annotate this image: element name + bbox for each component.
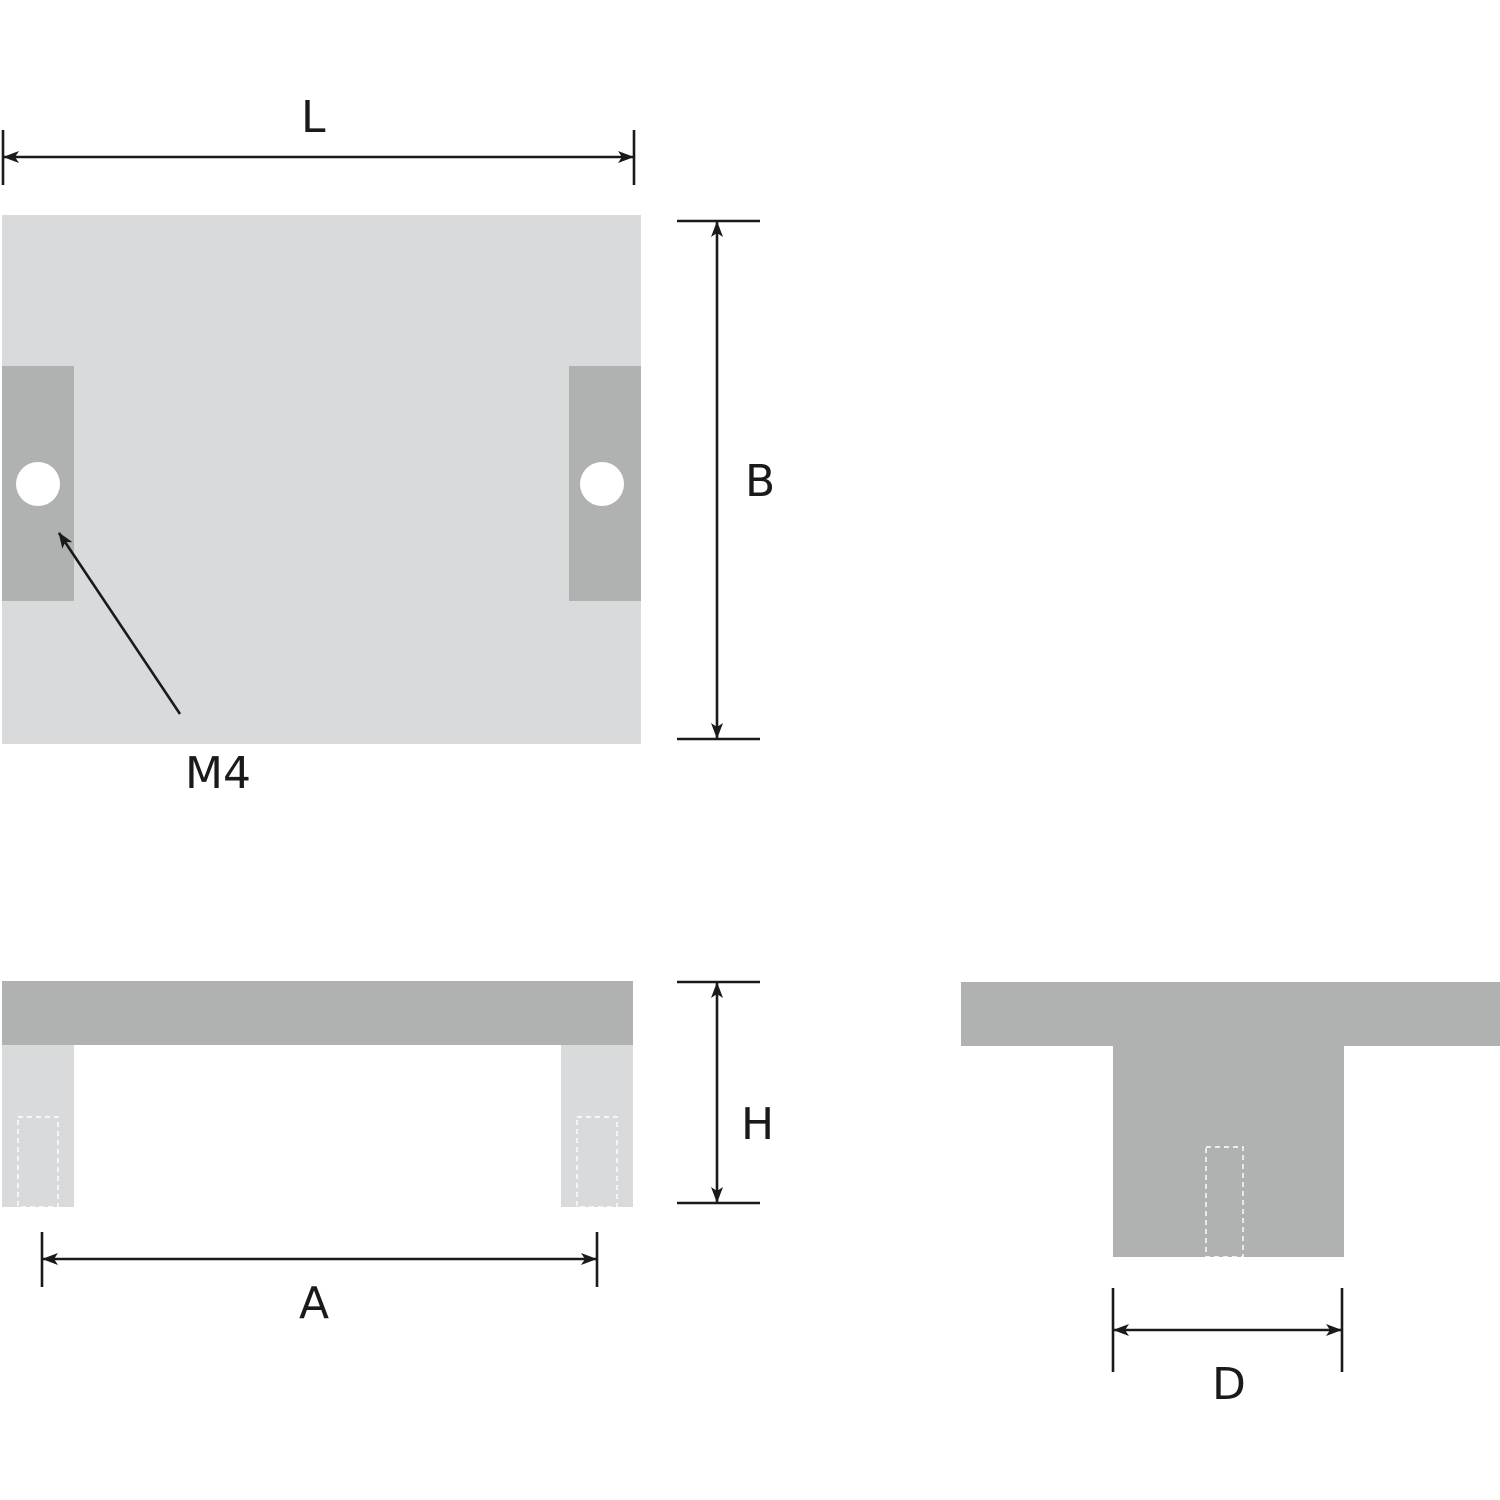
front-right-leg: [561, 1045, 633, 1207]
side-hidden-thread: [1205, 1146, 1244, 1258]
dimension-A: A: [40, 1232, 599, 1329]
m4-leader-arrow: [57, 532, 182, 715]
right-mounting-hole: [580, 462, 624, 506]
left-mounting-hole: [16, 462, 60, 506]
front-left-leg: [2, 1045, 74, 1207]
front-view: [2, 981, 633, 1208]
front-top-bar: [2, 981, 633, 1045]
right-hidden-thread: [576, 1116, 618, 1208]
b-label: B: [745, 456, 775, 507]
top-view: M4: [2, 215, 641, 799]
left-hidden-thread: [17, 1116, 59, 1208]
side-top-bar: [961, 982, 1500, 1046]
dimension-D: D: [1111, 1288, 1344, 1410]
d-label: D: [1212, 1359, 1246, 1410]
l-label: L: [301, 92, 326, 143]
dimension-B: B: [677, 219, 775, 741]
side-leg: [1113, 1045, 1344, 1257]
side-view: [961, 982, 1500, 1258]
h-label: H: [741, 1099, 774, 1150]
dimension-L: L: [1, 92, 636, 185]
a-label: A: [299, 1278, 329, 1329]
m4-label: M4: [185, 748, 251, 799]
base-plate: [2, 215, 641, 744]
dimension-H: H: [677, 980, 774, 1205]
